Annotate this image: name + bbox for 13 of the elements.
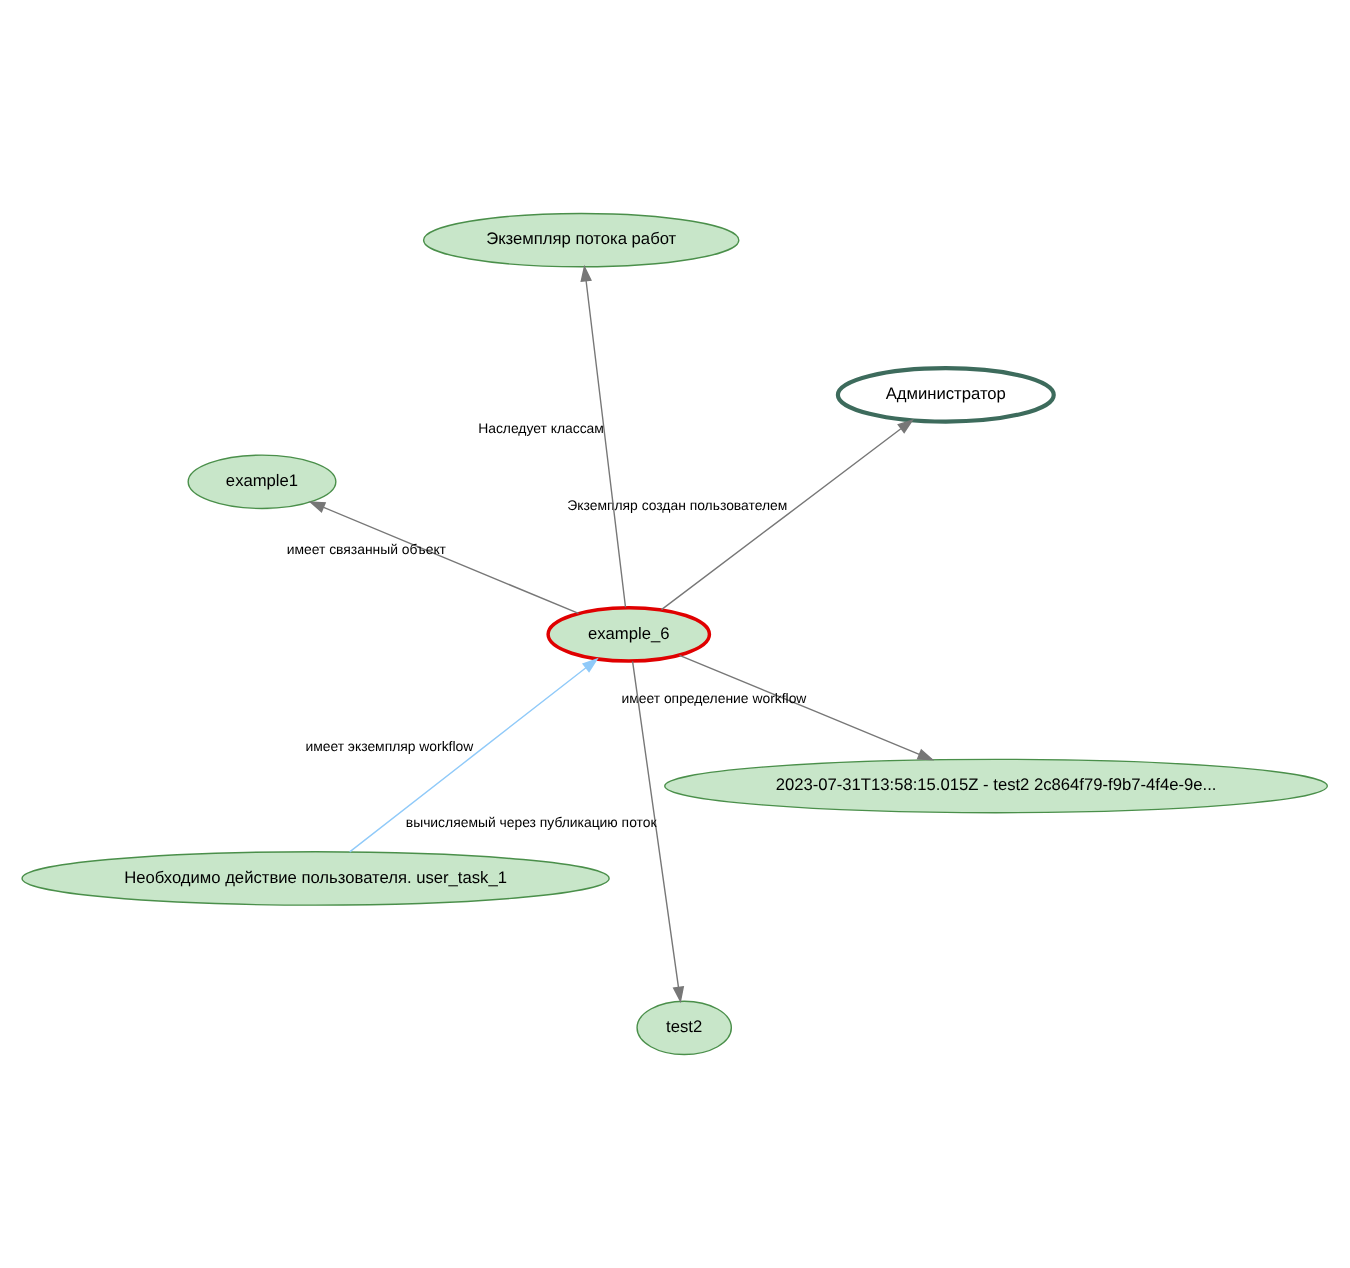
node-ellipse: example_6 [546,605,712,663]
arrow [631,660,685,1004]
arrow [678,654,935,761]
arrow [349,657,599,853]
node-ellipse: example1 [187,454,337,510]
arrow [308,501,580,615]
node-ellipse: Администратор [835,366,1056,424]
node-ellipse: Экземпляр потока работ [422,212,740,268]
node-ellipse: test2 [636,1000,733,1056]
arrow [660,418,914,611]
node-ellipse: 2023-07-31T13:58:15.015Z - test2 2c864f79-f9b7-4f4e-9e... [664,758,1329,814]
arrow [580,264,627,608]
node-ellipse: Необходимо действие пользователя. user_task_1 [21,851,610,906]
